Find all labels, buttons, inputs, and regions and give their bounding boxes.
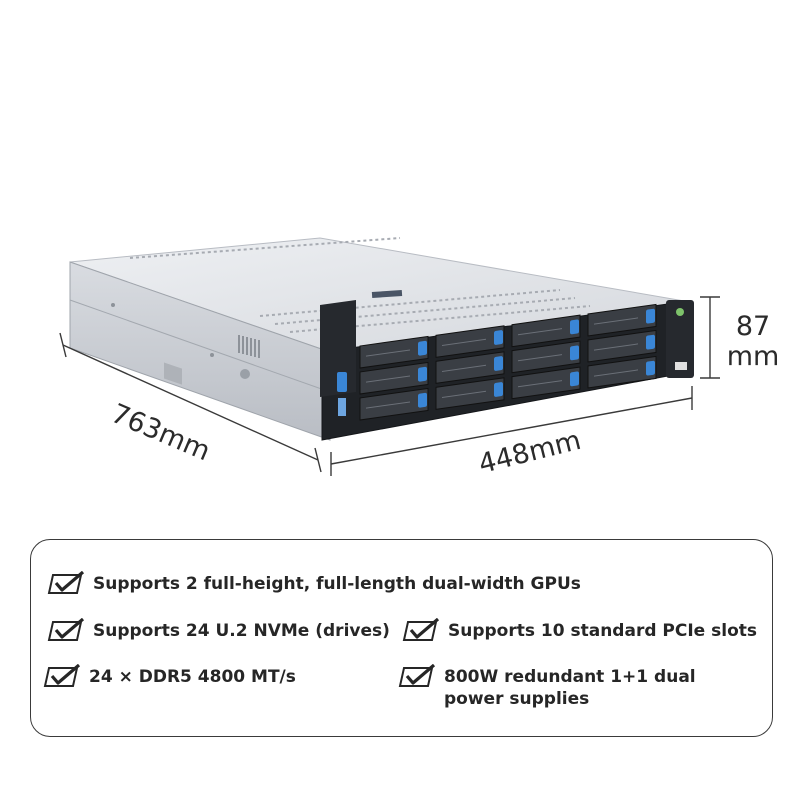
checkbox-check-icon: [402, 618, 440, 641]
feature-item: 24 × DDR5 4800 MT/s: [43, 664, 296, 688]
height-dimension-label: 87 mm: [722, 312, 784, 372]
checkbox-check-icon: [47, 618, 85, 641]
product-illustration: 763mm 448mm 87 mm: [59, 237, 784, 480]
feature-text: Supports 24 U.2 NVMe (drives): [93, 621, 390, 641]
feature-item: Supports 10 standard PCIe slots: [402, 618, 757, 642]
chassis-side: [69, 261, 331, 441]
left-ear: [320, 299, 356, 398]
height-unit: mm: [726, 341, 780, 372]
feature-item: Supports 2 full-height, full-length dual…: [47, 571, 581, 595]
usb-ports: [338, 398, 346, 416]
server-chassis-illustration: [59, 237, 720, 476]
power-led: [676, 308, 684, 316]
feature-text: 800W redundant 1+1 dual power supplies: [444, 667, 696, 709]
status-leds: [675, 362, 687, 370]
feature-text: Supports 2 full-height, full-length dual…: [93, 574, 581, 594]
dimension-lines: [59, 296, 720, 476]
feature-item: Supports 24 U.2 NVMe (drives): [47, 618, 390, 642]
side-grille: [238, 335, 260, 358]
feature-text: 24 × DDR5 4800 MT/s: [89, 667, 296, 687]
vga-port: [337, 372, 347, 392]
drive-release-buttons: [418, 308, 655, 408]
height-value: 87: [735, 311, 771, 342]
checkbox-check-icon: [47, 571, 85, 594]
side-vent: [164, 362, 182, 385]
feature-list-box: Supports 2 full-height, full-length dual…: [30, 539, 773, 737]
drive-vent-lines: [366, 317, 638, 409]
checkbox-check-icon: [398, 664, 436, 687]
feature-item: 800W redundant 1+1 dual power supplies: [398, 664, 758, 710]
checkbox-check-icon: [43, 664, 81, 687]
right-ear: [666, 300, 694, 378]
drive-bays: [337, 303, 687, 421]
top-label: [371, 289, 403, 299]
feature-text: Supports 10 standard PCIe slots: [448, 621, 757, 641]
